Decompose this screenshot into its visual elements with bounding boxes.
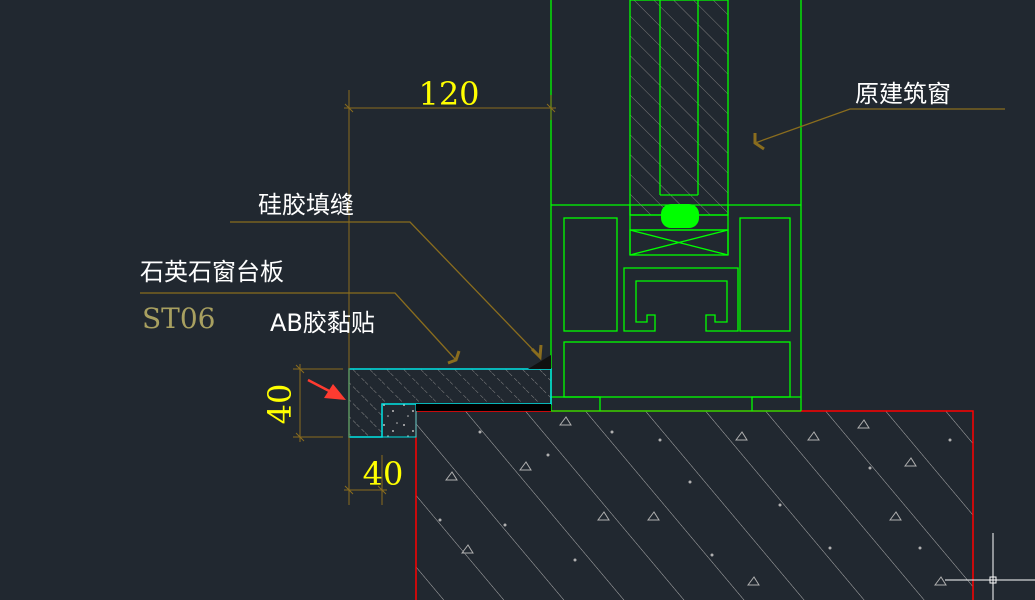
- dim-bottom-width: 40: [363, 455, 404, 493]
- label-silicone-fill: 硅胶填缝: [258, 191, 354, 219]
- glue-block: [381, 403, 417, 438]
- crosshair-cursor-icon: [945, 533, 1035, 600]
- dim-top-width: 120: [418, 75, 479, 113]
- window-frame: [550, 0, 802, 412]
- aggregate-marks: [445, 416, 947, 586]
- rubber-gasket: [661, 204, 699, 228]
- leader-lines: [140, 108, 1005, 365]
- dim-side-height: 40: [261, 384, 299, 425]
- silicone-joint: [528, 355, 551, 369]
- ab-glue-bed: [416, 404, 551, 411]
- label-ab-glue: AB胶黏贴: [270, 309, 375, 337]
- dimension-lines: [293, 90, 556, 505]
- label-material-code: ST06: [142, 302, 216, 335]
- red-arrow-indicator: [307, 378, 346, 400]
- concrete-wall: [415, 410, 974, 600]
- label-quartz-sill: 石英石窗台板: [140, 258, 284, 286]
- label-original-window: 原建筑窗: [855, 80, 951, 108]
- quartz-stone-sill: [348, 355, 552, 438]
- aggregate-dots: [438, 430, 952, 562]
